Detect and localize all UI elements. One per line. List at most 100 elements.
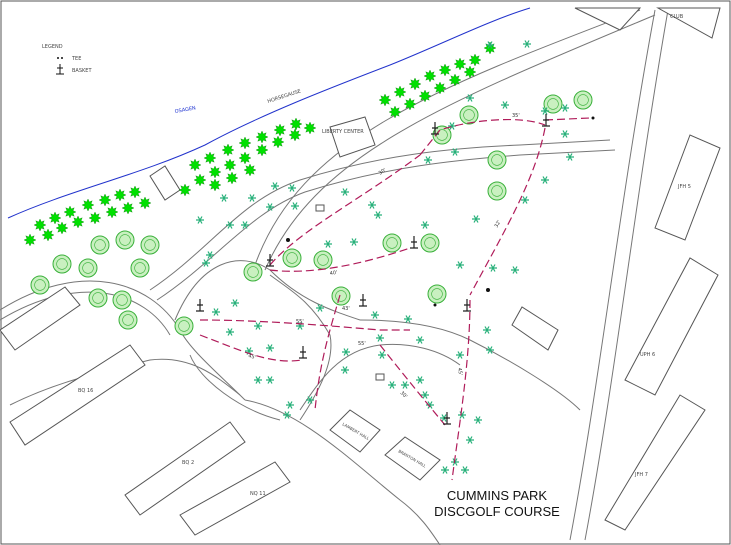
building-bq2 — [9, 344, 146, 446]
tree-icon — [463, 65, 477, 79]
round-tree-inner — [463, 109, 475, 121]
basket-icon — [463, 299, 471, 312]
shrub-icon — [472, 215, 480, 223]
round-tree-inner — [386, 237, 398, 249]
round-tree-icon — [459, 105, 479, 125]
round-tree-inner — [119, 234, 131, 246]
shrub-icon — [466, 94, 474, 102]
shrub-icon — [541, 107, 549, 115]
round-tree-inner — [247, 266, 259, 278]
shrub-icon — [474, 416, 482, 424]
shrub-icon — [466, 436, 474, 444]
shrub-icon — [378, 351, 386, 359]
tree-icon — [423, 69, 437, 83]
fairways — [199, 117, 591, 481]
label-liberty-center: LIBERTY CENTER — [322, 129, 364, 135]
round-tree-icon — [174, 316, 194, 336]
shrub-icon — [220, 194, 228, 202]
shrub-icon — [441, 466, 449, 474]
basket-icon — [196, 299, 204, 312]
shrub-icon — [421, 391, 429, 399]
building-nq11 — [179, 461, 291, 536]
shrub-icon — [501, 101, 509, 109]
small-box — [315, 204, 325, 212]
tree-icon — [178, 183, 192, 197]
legend-tee-dot-2 — [61, 57, 63, 59]
round-tree-inner — [286, 252, 298, 264]
round-tree-icon — [573, 90, 593, 110]
round-tree-icon — [115, 230, 135, 250]
tree-icon — [225, 171, 239, 185]
basket-icon — [56, 64, 64, 75]
shrub-icon — [266, 344, 274, 352]
shrub-icon — [489, 264, 497, 272]
tree-icon — [128, 185, 142, 199]
shrub-icon — [254, 322, 262, 330]
tree-icon — [271, 135, 285, 149]
shrub-icon — [401, 381, 409, 389]
tree-icon — [255, 130, 269, 144]
shrub-icon — [458, 411, 466, 419]
shrub-icon — [342, 348, 350, 356]
tree-icon — [238, 136, 252, 150]
legend-basket-label: BASKET — [72, 68, 92, 74]
tree-icon — [113, 188, 127, 202]
tree-icon — [289, 117, 303, 131]
shrub-icon — [206, 251, 214, 259]
tree-icon — [288, 128, 302, 142]
map-title-line2: DISCGOLF COURSE — [434, 504, 560, 519]
building-liberty-center — [329, 116, 376, 158]
distance-label: 45' — [247, 353, 256, 361]
shrub-icon — [451, 148, 459, 156]
shrub-icon — [451, 458, 459, 466]
shrub-icon — [291, 202, 299, 210]
shrub-icon — [266, 376, 274, 384]
tree-icon — [188, 158, 202, 172]
shrub-icon — [341, 366, 349, 374]
basket-icon — [266, 254, 274, 267]
shrub-icon — [456, 351, 464, 359]
distance-label: 55' — [296, 319, 304, 325]
shrub-icon — [461, 466, 469, 474]
tree-cluster-river — [23, 41, 497, 247]
building-jfh7 — [604, 394, 706, 531]
round-tree-icon — [140, 235, 160, 255]
round-tree-inner — [178, 320, 190, 332]
shrub-icon — [296, 322, 304, 330]
round-tree-inner — [317, 254, 329, 266]
shrub-icon — [283, 411, 291, 419]
round-tree-icon — [432, 125, 452, 145]
shrub-icon — [388, 381, 396, 389]
legend-tee-label: TEE — [71, 56, 81, 62]
shrub-icon — [566, 153, 574, 161]
shrub-icon — [231, 299, 239, 307]
small-box-2 — [375, 373, 385, 381]
shrub-icon — [486, 346, 494, 354]
round-tree-inner — [34, 279, 46, 291]
tree-icon — [223, 158, 237, 172]
basket-icon — [443, 412, 451, 425]
tree-icon — [418, 89, 432, 103]
tree-icon — [221, 143, 235, 157]
basket-icon — [410, 236, 418, 249]
distance-label: 30' — [378, 167, 388, 176]
shrub-icon — [416, 376, 424, 384]
tree-icon — [403, 97, 417, 111]
shrub-icon — [483, 326, 491, 334]
round-tree-icon — [90, 235, 110, 255]
tree-icon — [48, 211, 62, 225]
round-tree-icon — [52, 254, 72, 274]
tree-icon — [273, 123, 287, 137]
map-title-line1: CUMMINS PARK — [447, 488, 547, 503]
label-club: CLUB — [670, 14, 684, 20]
basket-icon — [431, 122, 439, 135]
round-tree-inner — [491, 154, 503, 166]
basket-icon — [359, 294, 367, 307]
tree-icon — [255, 143, 269, 157]
round-tree-icon — [30, 275, 50, 295]
distance-label: 55' — [358, 341, 366, 347]
tree-icon — [393, 85, 407, 99]
distance-label: 32' — [494, 219, 503, 229]
